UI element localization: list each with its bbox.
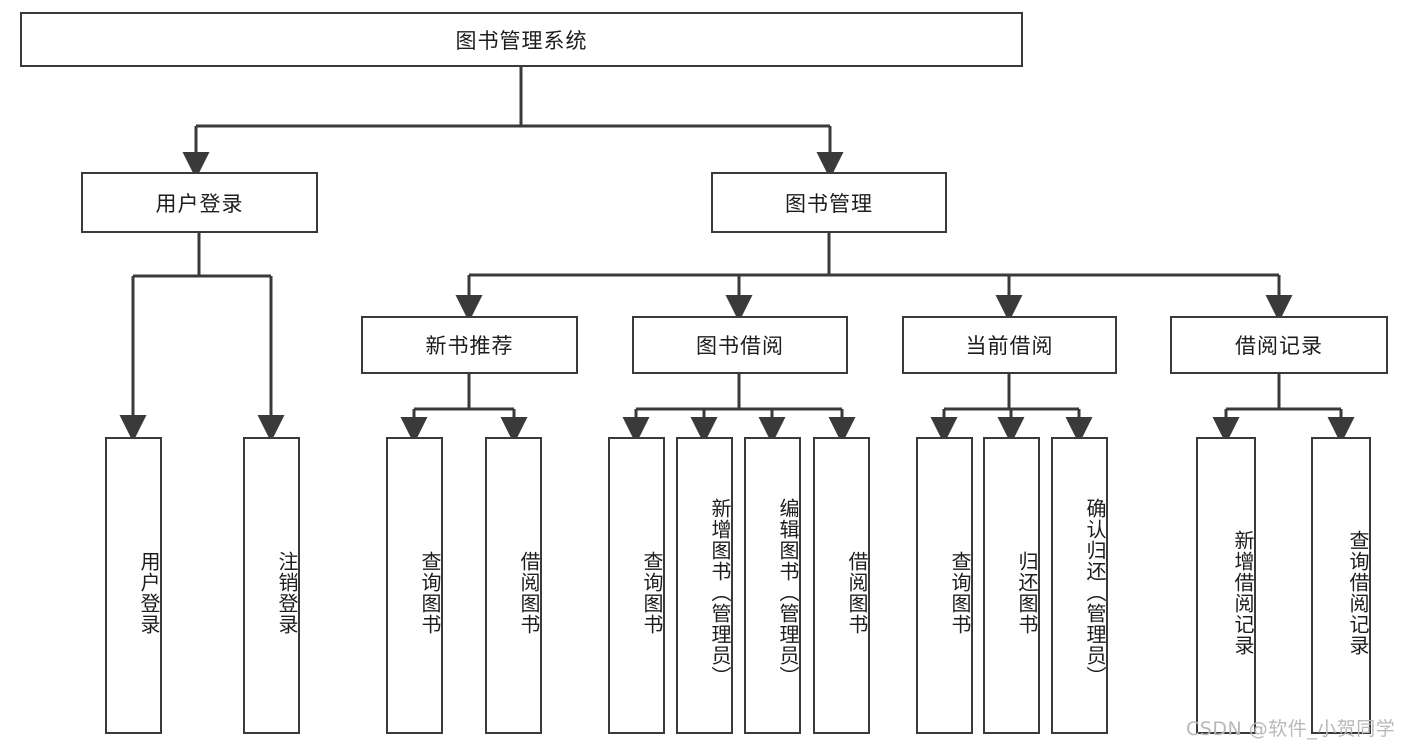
node-book-borrow[interactable]: 图书借阅 xyxy=(632,316,848,374)
leaf-edit-book-admin-label: 编辑图书（管理员） xyxy=(776,498,800,687)
leaf-borrow-book-2-label: 借阅图书 xyxy=(845,550,869,635)
leaf-user-login[interactable]: 用户登录 xyxy=(105,437,162,734)
leaf-add-book-admin[interactable]: 新增图书（管理员） xyxy=(676,437,733,734)
leaf-add-borrow-record-label: 新增借阅记录 xyxy=(1231,529,1255,656)
node-current-borrow-label: 当前借阅 xyxy=(965,334,1054,358)
leaf-borrow-book-1-label: 借阅图书 xyxy=(517,550,541,635)
leaf-add-book-admin-label: 新增图书（管理员） xyxy=(708,498,732,687)
leaf-borrow-book-2[interactable]: 借阅图书 xyxy=(813,437,870,734)
leaf-user-login-label: 用户登录 xyxy=(137,550,161,635)
leaf-logout[interactable]: 注销登录 xyxy=(243,437,300,734)
node-root[interactable]: 图书管理系统 xyxy=(20,12,1023,67)
leaf-query-borrow-record[interactable]: 查询借阅记录 xyxy=(1311,437,1371,734)
node-book-borrow-label: 图书借阅 xyxy=(696,334,784,358)
leaf-query-borrow-record-label: 查询借阅记录 xyxy=(1346,529,1370,656)
leaf-query-book-2[interactable]: 查询图书 xyxy=(608,437,665,734)
leaf-confirm-return-admin-label: 确认归还（管理员） xyxy=(1083,498,1107,687)
node-borrow-record[interactable]: 借阅记录 xyxy=(1170,316,1388,374)
leaf-add-borrow-record[interactable]: 新增借阅记录 xyxy=(1196,437,1256,734)
leaf-logout-label: 注销登录 xyxy=(275,550,299,635)
node-new-book-recommend-label: 新书推荐 xyxy=(425,334,514,358)
node-borrow-record-label: 借阅记录 xyxy=(1235,334,1323,358)
node-user-login-label: 用户登录 xyxy=(155,191,244,216)
leaf-borrow-book-1[interactable]: 借阅图书 xyxy=(485,437,542,734)
leaf-return-book[interactable]: 归还图书 xyxy=(983,437,1040,734)
csdn-watermark: CSDN @软件_小贺同学 xyxy=(1186,718,1396,740)
node-book-manage[interactable]: 图书管理 xyxy=(711,172,947,233)
node-new-book-recommend[interactable]: 新书推荐 xyxy=(361,316,578,374)
node-root-label: 图书管理系统 xyxy=(455,28,588,53)
leaf-query-book-3[interactable]: 查询图书 xyxy=(916,437,973,734)
leaf-return-book-label: 归还图书 xyxy=(1015,550,1039,635)
node-current-borrow[interactable]: 当前借阅 xyxy=(902,316,1117,374)
leaf-query-book-3-label: 查询图书 xyxy=(948,550,972,635)
leaf-query-book-1[interactable]: 查询图书 xyxy=(386,437,443,734)
leaf-edit-book-admin[interactable]: 编辑图书（管理员） xyxy=(744,437,801,734)
leaf-query-book-1-label: 查询图书 xyxy=(418,550,442,635)
leaf-confirm-return-admin[interactable]: 确认归还（管理员） xyxy=(1051,437,1108,734)
node-book-manage-label: 图书管理 xyxy=(785,191,873,216)
node-user-login[interactable]: 用户登录 xyxy=(81,172,318,233)
leaf-query-book-2-label: 查询图书 xyxy=(640,550,664,635)
